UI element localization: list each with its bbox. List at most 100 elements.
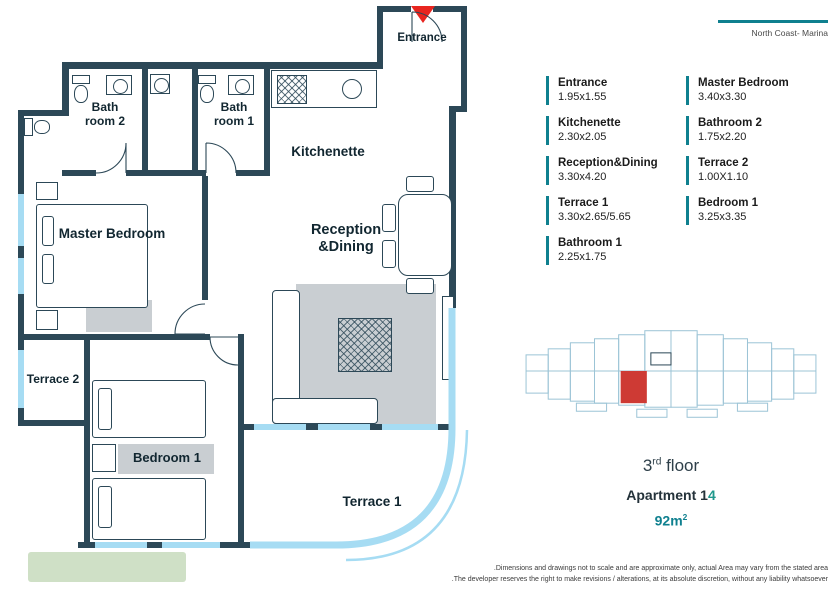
dim-room-size: 3.25x3.35	[698, 211, 747, 223]
dim-room-size: 1.00X1.10	[698, 171, 749, 183]
dimensions-column-1: Entrance 1.95x1.55 Kitchenette 2.30x2.05…	[546, 76, 680, 276]
unit-info: 3rd floor Apartment 14 92m2	[556, 456, 786, 529]
washer	[150, 74, 170, 94]
area-label: 92m2	[556, 512, 786, 529]
nightstand	[92, 444, 116, 472]
dimension-kitchenette: Kitchenette 2.30x2.05	[546, 116, 680, 145]
wall-segment	[461, 6, 467, 112]
room-label-reception: Reception &Dining	[310, 222, 382, 256]
pillow	[42, 216, 54, 246]
room-label-bathroom2: Bath room 2	[84, 100, 125, 129]
kitchen-sink	[342, 79, 362, 99]
bedroom-rug	[118, 444, 214, 474]
area-value: 92m	[654, 512, 683, 529]
building-siteplan	[525, 330, 817, 418]
wall-segment	[18, 334, 210, 340]
apartment-number-accent: 4	[707, 487, 716, 503]
floor-word: floor	[661, 456, 700, 475]
dim-room-name: Bedroom 1	[698, 197, 759, 209]
dimension-bedroom1: Bedroom 1 3.25x3.35	[686, 196, 820, 225]
dimension-terrace2: Terrace 2 1.00X1.10	[686, 156, 820, 185]
disclaimer: .Dimensions and drawings not to scale an…	[388, 564, 828, 586]
shaft	[277, 75, 307, 104]
toilet	[34, 120, 50, 134]
dimension-terrace1: Terrace 1 3.30x2.65/5.65	[546, 196, 680, 225]
dim-room-size: 3.40x3.30	[698, 91, 747, 103]
wall-segment	[377, 6, 411, 12]
dim-room-name: Bathroom 1	[558, 237, 622, 249]
dim-room-size: 1.75x2.20	[698, 131, 747, 143]
wall-segment	[62, 170, 96, 176]
room-label-kitchenette: Kitchenette	[291, 144, 365, 159]
wall-segment	[449, 106, 456, 308]
wall-segment	[433, 6, 467, 12]
sofa	[272, 398, 378, 424]
chair	[406, 278, 434, 294]
window-segment	[18, 194, 24, 246]
wall-segment	[18, 420, 90, 426]
sink	[228, 75, 254, 95]
window-segment	[254, 424, 306, 430]
room-label-bathroom1: Bath room 1	[213, 100, 254, 129]
dimension-bathroom2: Bathroom 2 1.75x2.20	[686, 116, 820, 145]
disclaimer-line1: .Dimensions and drawings not to scale an…	[493, 565, 828, 572]
entrance-marker-icon	[411, 6, 435, 23]
room-label-entrance: Entrance	[397, 32, 447, 44]
dim-room-name: Kitchenette	[558, 117, 621, 129]
wall-segment	[142, 62, 148, 170]
wall-segment	[126, 170, 206, 176]
window-segment	[18, 258, 24, 294]
wall-segment	[62, 62, 69, 116]
toilet	[74, 85, 88, 103]
dim-room-name: Bathroom 2	[698, 117, 762, 129]
pillow	[98, 388, 112, 430]
dim-room-name: Reception&Dining	[558, 157, 658, 169]
highlighted-unit	[620, 370, 647, 404]
garden-strip	[28, 552, 186, 582]
nightstand	[36, 182, 58, 200]
room-label-bedroom1: Bedroom 1	[133, 450, 201, 465]
floor-number: 3	[642, 456, 653, 475]
window-segment	[382, 424, 438, 430]
dim-room-name: Terrace 1	[558, 197, 609, 209]
sink	[106, 75, 132, 95]
dim-room-size: 3.30x4.20	[558, 171, 607, 183]
toilet	[198, 75, 216, 84]
wall-segment	[449, 106, 467, 112]
room-label-terrace2: Terrace 2	[26, 372, 80, 386]
area-exponent: 2	[682, 512, 688, 522]
wall-segment	[202, 176, 208, 300]
room-label-master-bedroom: Master Bedroom	[58, 226, 166, 241]
wall-segment	[264, 62, 270, 176]
floorplan: Entrance Bath room 2 Bath room 1 Kitchen…	[18, 6, 469, 582]
pillow	[98, 486, 112, 528]
disclaimer-line2: .The developer reserves the right to mak…	[451, 575, 828, 583]
window-segment	[162, 542, 220, 548]
dim-room-name: Entrance	[558, 77, 608, 89]
floor-ordinal: rd	[652, 456, 662, 468]
brand-name: North Coast- Marina	[751, 28, 828, 38]
apartment-prefix: Apartment 1	[626, 487, 708, 503]
dim-room-name: Terrace 2	[698, 157, 749, 169]
brand: North Coast- Marina	[718, 20, 828, 38]
dim-room-size: 1.95x1.55	[558, 91, 607, 103]
wall-segment	[238, 334, 244, 548]
coffee-table	[338, 318, 392, 372]
nightstand	[36, 310, 58, 330]
wall-segment	[62, 62, 383, 69]
window-segment	[318, 424, 370, 430]
dim-room-size: 3.30x2.65/5.65	[558, 211, 631, 223]
dining-table	[398, 194, 452, 276]
wall-segment	[18, 110, 69, 116]
room-label-terrace1: Terrace 1	[342, 494, 402, 509]
brand-accent-line	[718, 20, 828, 23]
dim-room-name: Master Bedroom	[698, 77, 789, 89]
dimension-entrance: Entrance 1.95x1.55	[546, 76, 680, 105]
floor-label: 3rd floor	[556, 456, 786, 476]
window-segment	[95, 542, 147, 548]
terrace-door	[442, 296, 454, 380]
toilet	[72, 75, 90, 84]
wall-segment	[377, 6, 383, 64]
dim-room-size: 2.30x2.05	[558, 131, 607, 143]
